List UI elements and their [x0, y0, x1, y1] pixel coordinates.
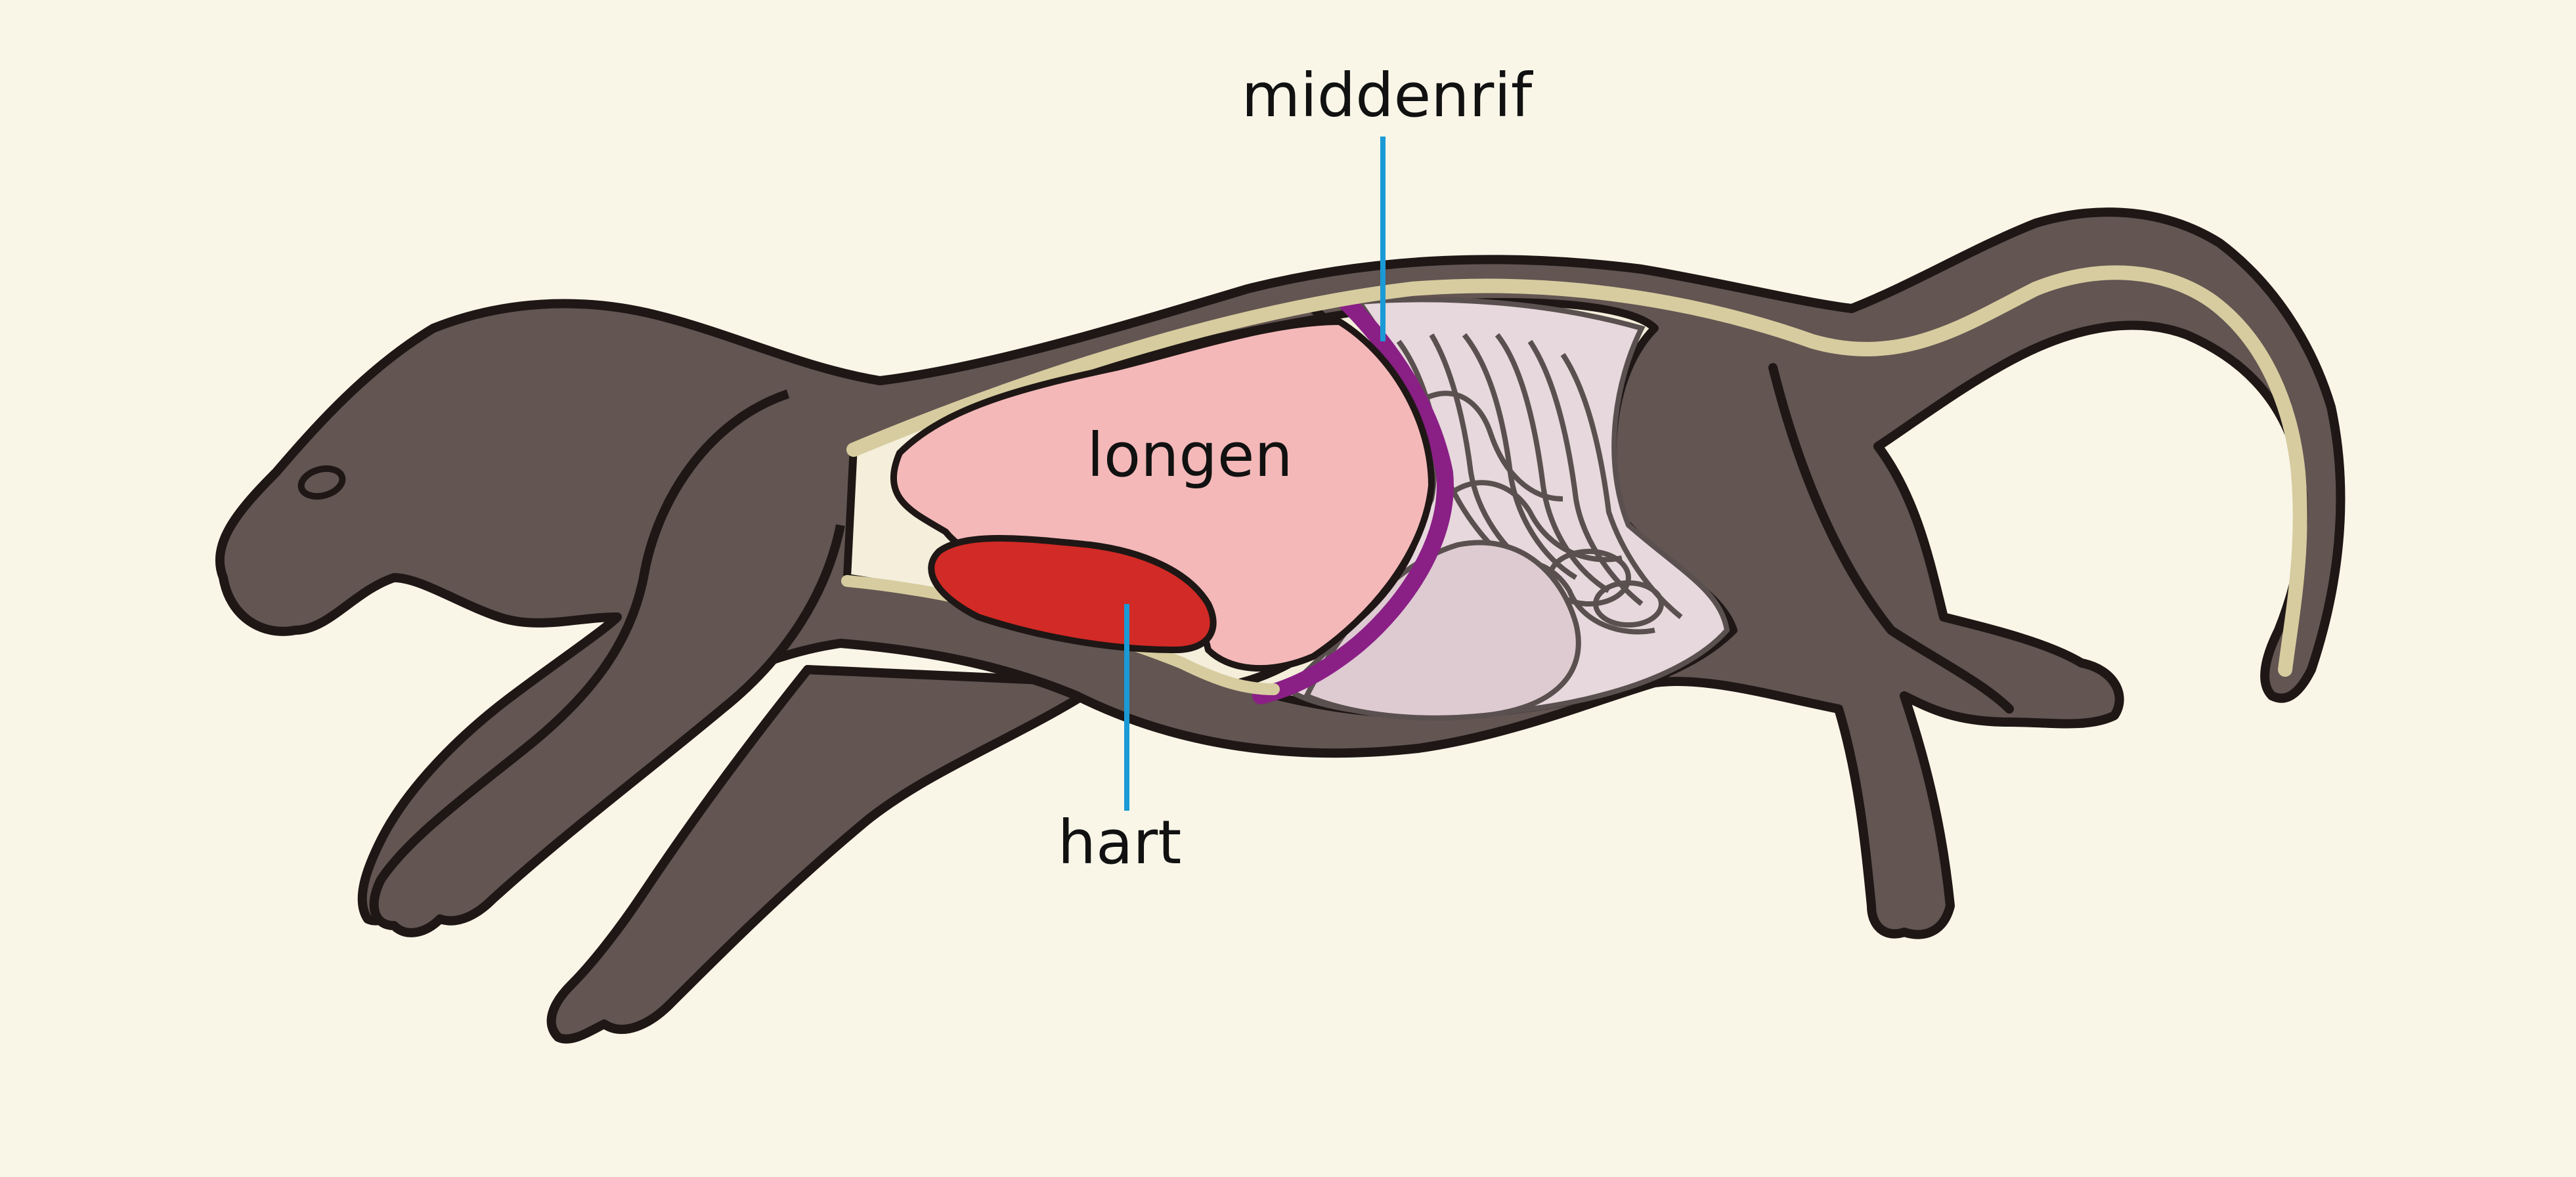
front-leg-near: [369, 389, 845, 937]
heart-organ: [928, 535, 1217, 653]
diaphragm-muscle: [1252, 293, 1454, 704]
spine: [846, 265, 2307, 677]
diaphragm-label: middenrif: [1241, 60, 1533, 131]
heart-label: hart: [1057, 807, 1182, 878]
eye: [297, 465, 346, 500]
front-leg-far: [546, 665, 1108, 1044]
hind-leg: [1768, 363, 2014, 714]
lungs-label: longen: [1087, 420, 1293, 490]
intestines: [1396, 333, 1683, 635]
